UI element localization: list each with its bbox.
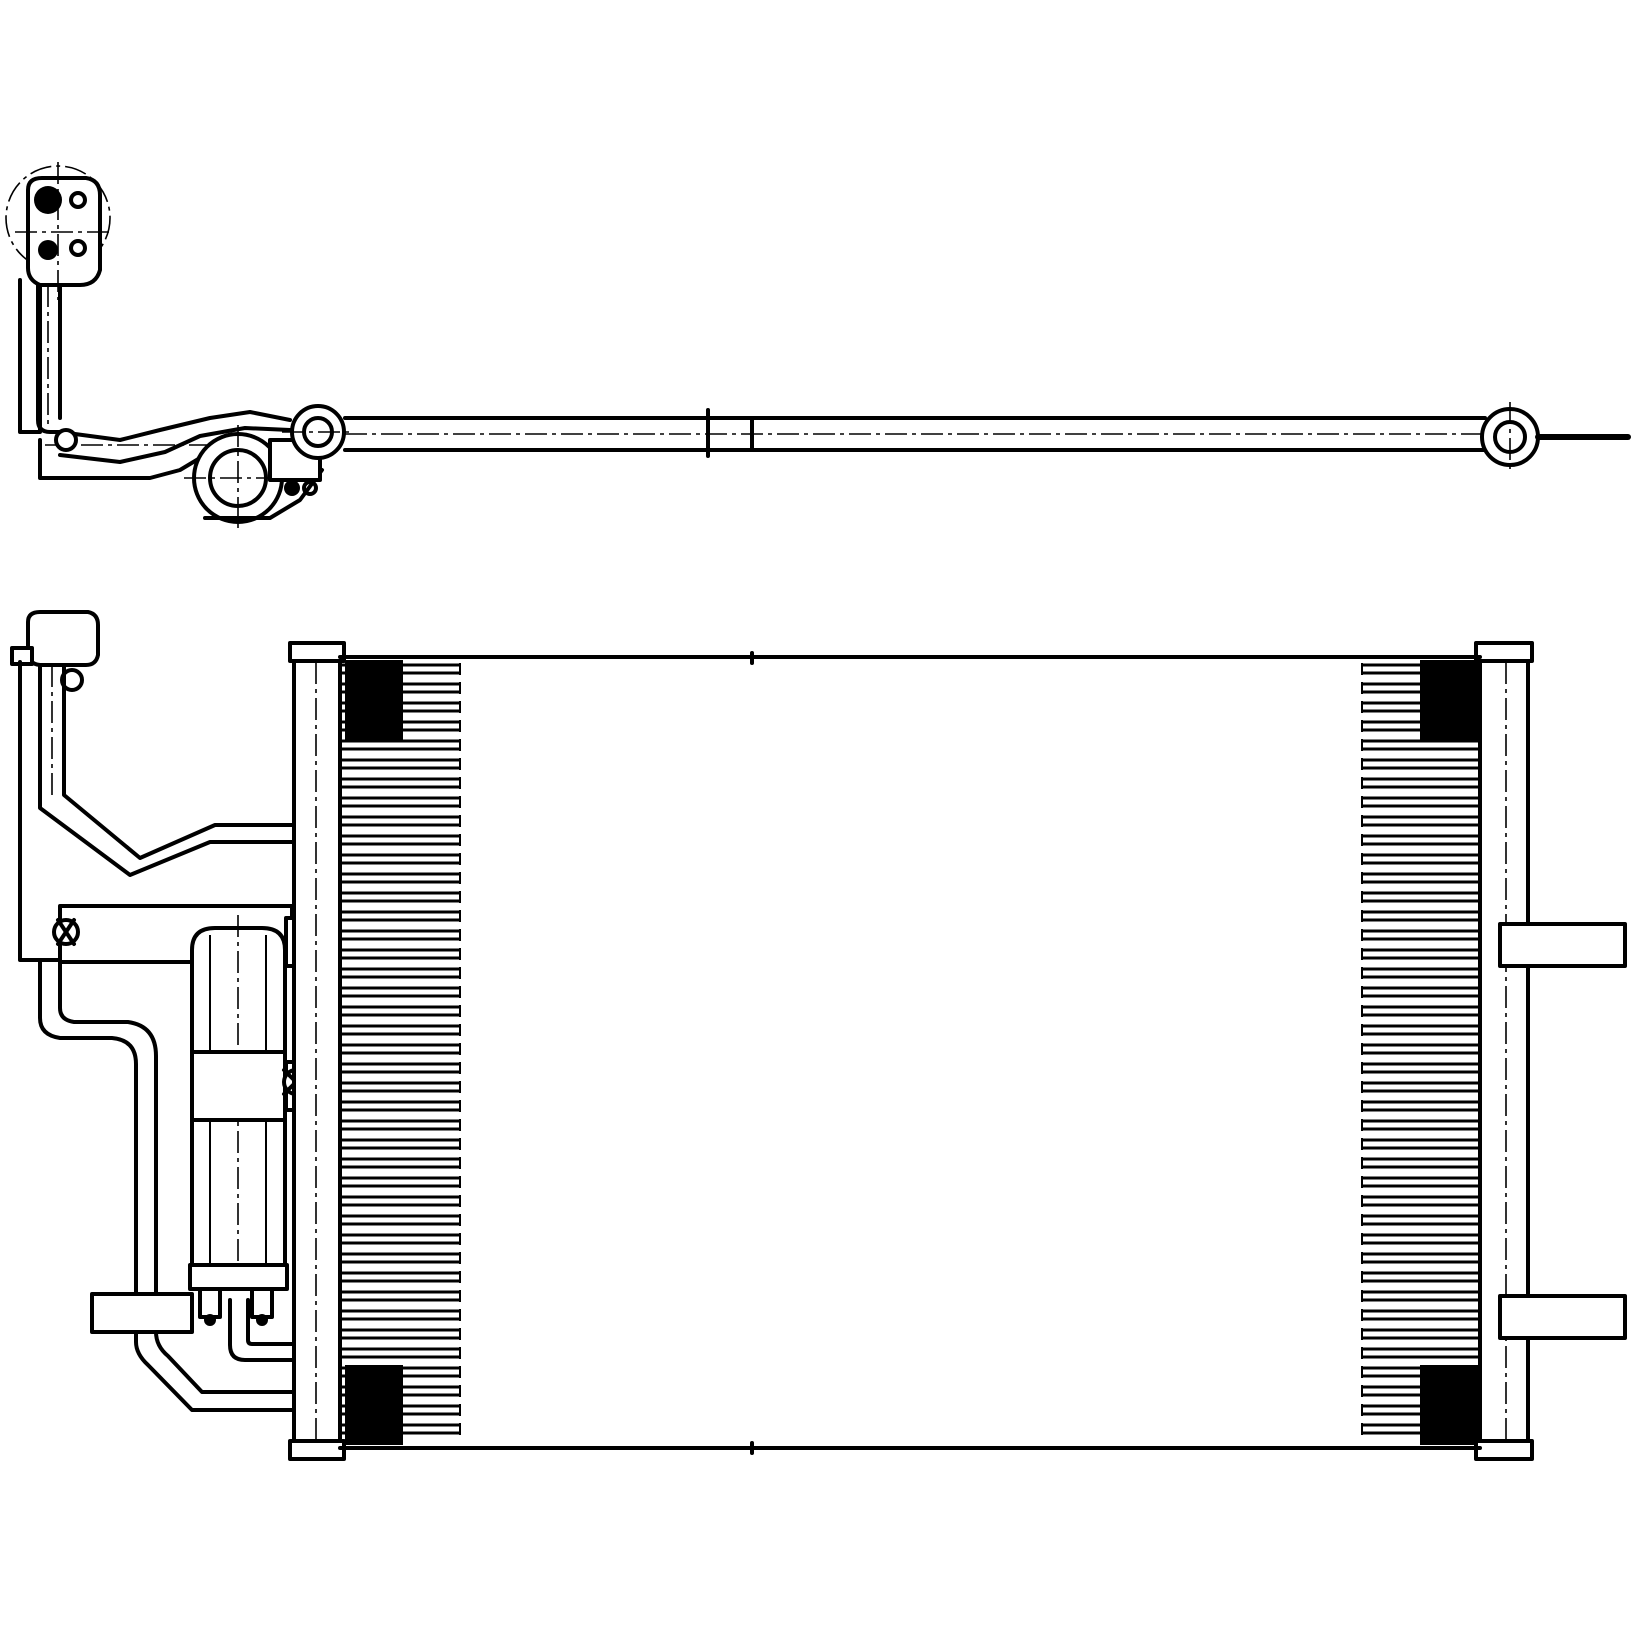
- tube-rows-right: [1361, 663, 1478, 1435]
- outlet-pipe-front: [38, 958, 294, 1412]
- lower-left-mount-peg: [90, 1292, 194, 1334]
- tube-rows-left: [342, 663, 461, 1435]
- pipe-vertical-top: [18, 278, 62, 434]
- right-upper-mount-peg: [1498, 922, 1627, 968]
- drier-end-circle-top: [184, 425, 324, 530]
- inlet-fitting-top: [15, 162, 110, 300]
- inlet-fitting-front: [10, 610, 100, 692]
- left-header-end-top: [282, 404, 354, 460]
- front-view: [10, 610, 1627, 1461]
- condenser-core: [338, 651, 1482, 1455]
- left-header-tank: [288, 641, 346, 1461]
- right-lower-mount-peg: [1498, 1294, 1627, 1340]
- right-header-end-top: [1480, 402, 1631, 472]
- fin-hatch-blocks: [345, 660, 1478, 1445]
- core-bar-top: [343, 408, 1500, 458]
- top-view: [5, 162, 1631, 530]
- receiver-drier: [188, 915, 289, 1326]
- pipe-bend-top: [38, 410, 330, 480]
